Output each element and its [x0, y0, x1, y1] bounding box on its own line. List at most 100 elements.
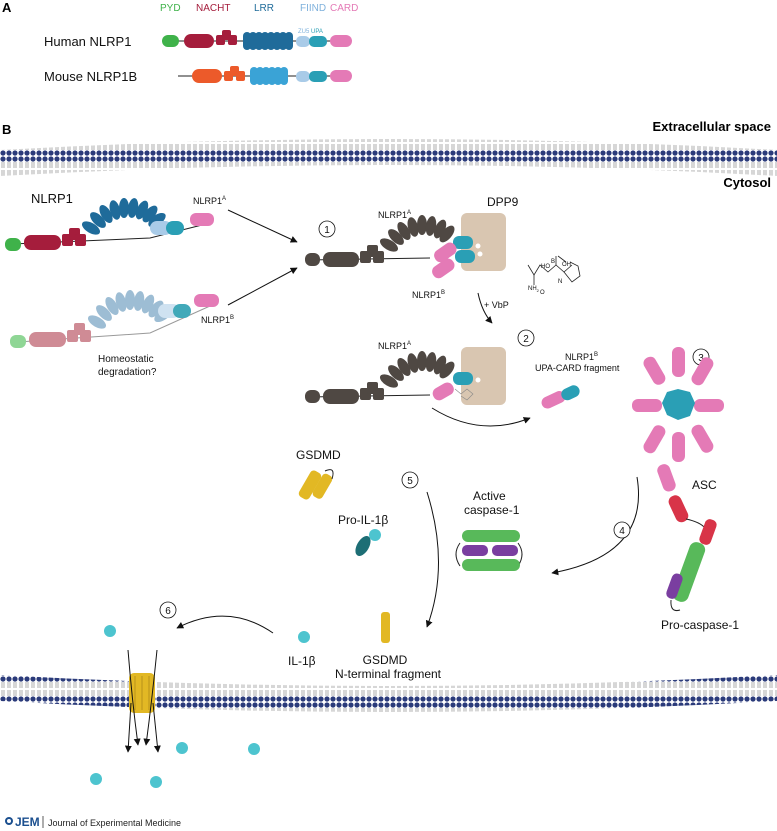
homeostatic-label-2: degradation? [98, 367, 157, 378]
arrow-nlrp1-to-step1 [227, 209, 298, 243]
mouse-nacht-domain [192, 69, 222, 83]
gasdermin-pore [124, 649, 161, 753]
gsdmd-full-length [298, 469, 334, 500]
svg-text:4: 4 [619, 526, 625, 537]
svg-text:B: B [551, 259, 555, 265]
card-oligomer [632, 347, 724, 462]
nlrp1-cleaved-complex [305, 351, 481, 404]
svg-text:3: 3 [698, 353, 704, 364]
step-4-marker: 4 [613, 521, 631, 539]
arrow-release [176, 615, 274, 634]
svg-text:1: 1 [324, 225, 330, 236]
panel-a-letter: A [2, 0, 12, 15]
nlrp1-degraded [10, 290, 219, 348]
gsdmd-nterm-fragment [381, 612, 390, 643]
nlrp1-nacht-blocks [62, 228, 86, 246]
human-pyd-domain [162, 35, 179, 47]
svg-text:N: N [558, 279, 562, 285]
nlrp1a-label: NLRP1A [193, 196, 226, 206]
mouse-upa-domain [309, 71, 327, 82]
legend-card: CARD [330, 3, 358, 14]
human-nlrp1-label: Human NLRP1 [44, 34, 131, 49]
svg-text:6: 6 [165, 606, 171, 617]
gsdmd-label: GSDMD [296, 448, 341, 462]
legend-nacht: NACHT [196, 3, 230, 14]
nlrp1a-label-cleaved: NLRP1A [378, 341, 411, 351]
step-1-marker: 1 [318, 220, 336, 238]
mouse-zu5-domain [296, 71, 310, 82]
il1b-label: IL-1β [288, 654, 316, 668]
svg-text:NH2: NH2 [528, 286, 540, 293]
arrow-cleavage [425, 491, 439, 628]
nlrp1-label: NLRP1 [31, 191, 73, 206]
svg-text:O: O [540, 290, 545, 296]
dpp9-block-2 [461, 347, 506, 405]
extracellular-label: Extracellular space [652, 119, 771, 134]
nlrp1b-fragment-label: NLRP1B [565, 352, 598, 362]
human-card-domain [330, 35, 352, 47]
nlrp1-full-length [5, 198, 214, 251]
human-nlrp1-schematic [162, 30, 352, 50]
gsdmd-nterm-label-2: N-terminal fragment [335, 667, 442, 681]
journal-name: Journal of Experimental Medicine [48, 818, 181, 828]
svg-text:5: 5 [407, 476, 413, 487]
mouse-nacht-blocks [224, 66, 245, 81]
mouse-lrr-domain [250, 67, 288, 85]
nlrp1-nacht [24, 235, 61, 250]
arrow-to-active-caspase [551, 476, 639, 576]
human-upa-domain [309, 36, 327, 47]
top-membrane [0, 139, 777, 176]
nlrp1-complex-dpp9 [305, 215, 483, 279]
upa-card-fragment-label: UPA-CARD fragment [535, 363, 620, 373]
arrow-degraded-to-step1 [227, 267, 298, 306]
asc-label: ASC [692, 478, 717, 492]
panel-b-letter: B [2, 122, 11, 137]
jem-logo: JEM [5, 815, 40, 829]
panel-a: A PYD NACHT LRR FIIND CARD ZU5 UPA Human… [2, 0, 358, 85]
human-zu5-domain [296, 36, 310, 47]
arrow-vbp-to-step2 [477, 292, 493, 324]
nlrp1b-label-left: NLRP1B [201, 315, 234, 325]
legend-pyd: PYD [160, 3, 181, 14]
nlrp1a-label-complex: NLRP1A [378, 210, 411, 220]
released-il1b-dots [90, 625, 260, 788]
upa-card-fragment [541, 385, 580, 409]
il1b-dot [298, 631, 310, 643]
journal-footer: JEM Journal of Experimental Medicine [5, 815, 181, 829]
pro-il1b-label: Pro-IL-1β [338, 513, 388, 527]
homeostatic-label-1: Homeostatic [98, 354, 154, 365]
vbp-structure [527, 255, 581, 285]
human-lrr-domain [243, 32, 293, 50]
dpp9-label: DPP9 [487, 195, 519, 209]
nlrp1-pyd [5, 238, 21, 251]
svg-text:OH: OH [562, 262, 571, 268]
legend-zu5: ZU5 [298, 29, 310, 35]
gsdmd-nterm-label-1: GSDMD [363, 653, 408, 667]
human-nacht-blocks [216, 30, 237, 45]
nlrp1b-label-complex: NLRP1B [412, 290, 445, 300]
asc-chain [657, 464, 717, 611]
mouse-card-domain [330, 70, 352, 82]
svg-text:2: 2 [523, 334, 529, 345]
mouse-nlrp1b-label: Mouse NLRP1B [44, 69, 137, 84]
active-caspase-1 [455, 530, 523, 571]
active-caspase-label-2: caspase-1 [464, 503, 520, 517]
arrow-release-fragment [431, 407, 531, 427]
legend-upa: UPA [311, 29, 323, 35]
bottom-membrane [0, 675, 777, 712]
pro-il1b [355, 529, 381, 556]
mouse-nlrp1b-schematic [178, 66, 352, 85]
domain-legend: PYD NACHT LRR FIIND CARD ZU5 UPA [160, 3, 358, 35]
step-6-marker: 6 [159, 601, 177, 619]
vbp-label: + VbP [484, 300, 509, 310]
svg-text:JEM: JEM [15, 815, 40, 829]
human-nacht-domain [184, 34, 214, 48]
step-2-marker: 2 [517, 329, 535, 347]
nlrp1-card [190, 213, 214, 226]
nlrp1-upa [166, 221, 184, 235]
legend-lrr: LRR [254, 3, 274, 14]
active-caspase-label-1: Active [473, 489, 506, 503]
panel-b: B Extracellular space Cytosol NLRP1 [0, 119, 777, 788]
pro-caspase-label: Pro-caspase-1 [661, 618, 739, 632]
